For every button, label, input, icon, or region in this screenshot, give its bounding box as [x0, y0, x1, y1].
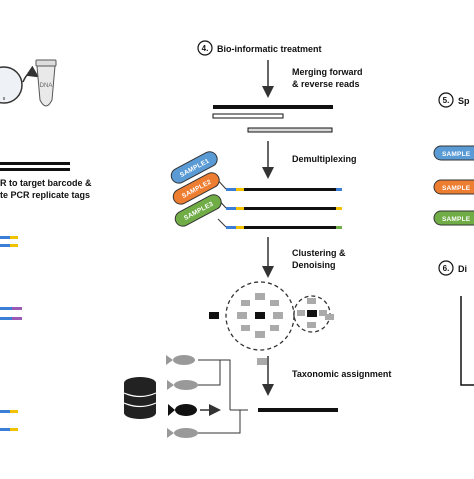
right-sample-1-label: SAMPLE: [442, 151, 471, 158]
step-4-title: Bio-informatic treatment: [217, 44, 322, 54]
taxonomic-label: Taxonomic assignment: [292, 369, 391, 379]
fish-4-icon: [167, 428, 198, 438]
pcr-replicate-group-3: [0, 410, 18, 431]
pcr-read-top: [0, 162, 70, 165]
sample-2-row: SAMPLE2: [172, 172, 342, 210]
merged-reads: [212, 105, 333, 133]
sample-3-row: SAMPLE3: [174, 194, 342, 229]
pcr-text-line2: te PCR replicate tags: [0, 190, 90, 200]
step-5-title: Sp: [458, 96, 470, 106]
phylo-branch: [198, 360, 221, 386]
clusters: [209, 281, 334, 365]
step-4-header: 4. Bio-informatic treatment: [197, 40, 322, 56]
pcr-text-line1: R to target barcode &: [0, 178, 92, 188]
step-4-badge: [197, 40, 213, 56]
right-sample-3-label: SAMPLE: [442, 216, 471, 223]
cluster-2: [293, 295, 331, 333]
clustering-label-line1: Clustering &: [292, 248, 346, 258]
clustering-label-line2: Denoising: [292, 260, 336, 270]
step-6-title: Di: [458, 264, 467, 274]
right-panel: 5. Sp SAMPLE SAMPLE SAMPLE 6. Di: [433, 92, 474, 386]
right-sample-2-tag: [433, 179, 474, 195]
dna-tube-icon: DNA: [35, 59, 57, 107]
sample-3-read: [244, 226, 336, 229]
sample-1-tag: [170, 151, 218, 184]
database-icon: [123, 377, 157, 419]
pcr-replicate-group-2: [0, 307, 22, 320]
cluster-outlier: [257, 358, 267, 365]
merging-label-line2: & reverse reads: [292, 79, 360, 89]
merging-label-line1: Merging forward: [292, 67, 363, 77]
sample-circle-icon: [0, 66, 23, 104]
fish-1-icon: [166, 355, 195, 365]
right-sample-1-tag: [433, 145, 474, 161]
forward-read: [212, 113, 284, 119]
sample-2-tag: [172, 172, 220, 205]
fish-3-icon: [168, 404, 197, 416]
pcr-read-bottom: [0, 168, 70, 171]
merged-read: [213, 105, 333, 109]
sample-2-read: [244, 207, 336, 210]
fish-2-icon: [167, 380, 198, 390]
demultiplexing-label: Demultiplexing: [292, 154, 357, 164]
singleton-sequence: [209, 312, 219, 319]
cluster-outlier: [325, 314, 334, 320]
sample-3-tag: [174, 194, 222, 227]
reverse-read: [247, 127, 333, 133]
phylo-branch: [198, 359, 231, 410]
step-5-number: 5.: [443, 96, 450, 105]
step-4-number: 4.: [202, 44, 209, 53]
cluster-1: [225, 281, 295, 351]
tube-label: DNA: [40, 83, 53, 89]
right-sample-3-tag: [433, 210, 474, 226]
diversity-plot-axes: [460, 296, 474, 386]
transfer-arrow-icon: [22, 65, 39, 83]
step-6-number: 6.: [443, 264, 450, 273]
step-5-badge: [438, 92, 454, 108]
pcr-replicate-group-1: [0, 236, 18, 247]
left-panel: DNA R to target barcode & te PCR replica…: [0, 59, 92, 431]
sample-1-read: [244, 188, 336, 191]
taxonomic-assignment: [123, 355, 338, 438]
phylo-branch: [198, 410, 241, 434]
assigned-sequence: [258, 408, 338, 412]
right-sample-2-label: SAMPLE: [442, 185, 471, 192]
step-6-badge: [438, 260, 454, 276]
